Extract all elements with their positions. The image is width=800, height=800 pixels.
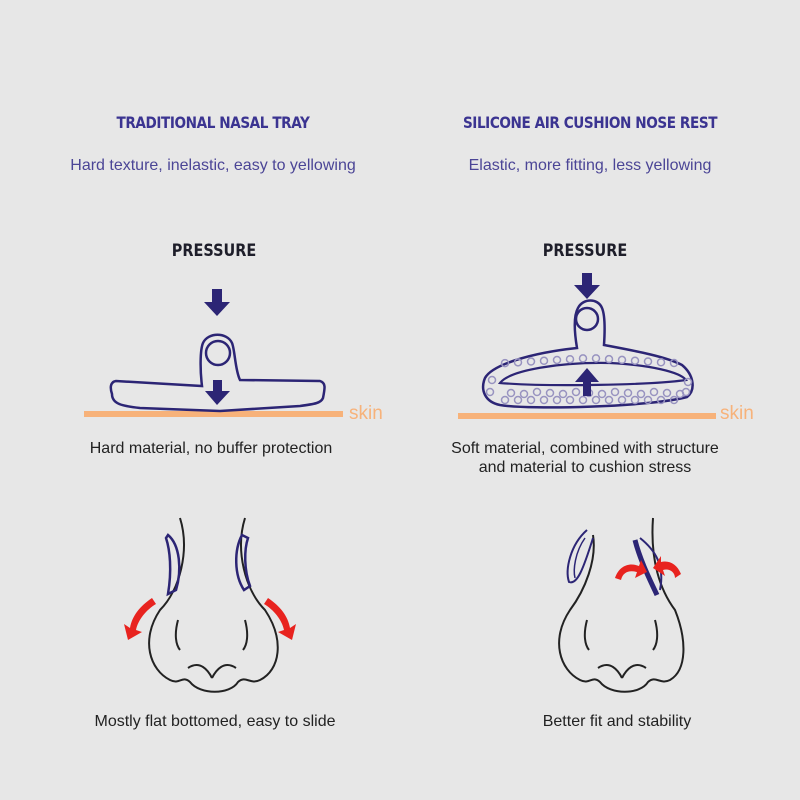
pressure-arrow-icon <box>574 273 600 299</box>
air-bubble <box>532 387 542 397</box>
air-bubble <box>623 388 633 398</box>
air-bubble <box>656 358 666 367</box>
air-bubble <box>552 395 562 405</box>
right-title: SILICONE AIR CUSHION NOSE REST <box>462 113 718 132</box>
air-bubble <box>610 387 620 397</box>
right-skin-label: skin <box>720 403 754 424</box>
air-bubble <box>669 358 679 368</box>
air-bubble <box>669 395 679 405</box>
traditional-nose-diagram <box>124 517 296 693</box>
right-material-caption-line2: and material to cushion stress <box>478 459 692 476</box>
traditional-tray-diagram <box>84 289 343 417</box>
air-bubble <box>526 357 536 366</box>
air-bubble <box>500 395 510 405</box>
inner-arrow-icon <box>205 380 230 405</box>
air-bubble <box>636 389 646 399</box>
air-bubble <box>643 395 653 405</box>
air-bubble <box>591 395 601 405</box>
silicone-nose-diagram <box>558 517 685 693</box>
left-skin-label: skin <box>349 403 383 424</box>
air-bubble <box>683 377 693 387</box>
right-material-caption: Soft material, combined with structure a… <box>405 439 765 477</box>
air-bubble <box>643 357 653 366</box>
air-bubble <box>649 387 659 397</box>
air-bubble <box>630 395 640 405</box>
left-subtitle: Hard texture, inelastic, easy to yellowi… <box>70 157 356 174</box>
air-bubble <box>552 355 562 365</box>
left-material-caption: Hard material, no buffer protection <box>89 440 333 457</box>
right-subtitle: Elastic, more fitting, less yellowing <box>468 157 712 174</box>
silicone-cushion-diagram <box>458 273 716 419</box>
right-material-caption-line1: Soft material, combined with structure <box>451 440 719 457</box>
air-bubble <box>545 388 555 398</box>
upward-arrow-icon <box>575 368 599 396</box>
air-bubble <box>519 389 529 399</box>
air-bubble <box>578 354 588 363</box>
air-bubble <box>617 355 627 365</box>
slide-arrow-icon <box>124 598 296 640</box>
air-bubble <box>617 395 627 405</box>
air-bubble <box>571 387 581 397</box>
air-bubble <box>630 356 640 365</box>
air-bubble <box>485 387 495 397</box>
left-pressure-label: PRESSURE <box>171 241 257 261</box>
air-bubble <box>513 395 523 405</box>
air-bubble <box>656 395 666 405</box>
air-bubble <box>526 395 536 405</box>
air-bubble <box>565 354 575 364</box>
right-pressure-label: PRESSURE <box>542 241 628 261</box>
air-bubble <box>539 356 549 366</box>
air-bubble <box>539 395 549 405</box>
pressure-arrow-icon <box>204 289 230 316</box>
air-bubble <box>578 395 588 405</box>
air-bubbles <box>485 354 693 405</box>
air-bubble <box>513 358 523 367</box>
air-bubble <box>487 375 497 385</box>
air-bubble <box>604 395 614 405</box>
air-bubble <box>604 354 614 364</box>
air-bubble <box>558 389 568 399</box>
air-bubble <box>500 358 510 368</box>
air-bubble <box>506 388 516 398</box>
air-bubble <box>681 387 691 397</box>
air-bubble <box>591 354 601 363</box>
left-title: TRADITIONAL NASAL TRAY <box>116 113 310 132</box>
right-nose-caption: Better fit and stability <box>542 713 692 730</box>
left-nose-caption: Mostly flat bottomed, easy to slide <box>94 713 336 730</box>
fit-arrow-icon <box>615 556 681 580</box>
air-bubble <box>662 388 672 398</box>
air-bubble <box>597 389 607 399</box>
air-bubble <box>565 395 575 405</box>
